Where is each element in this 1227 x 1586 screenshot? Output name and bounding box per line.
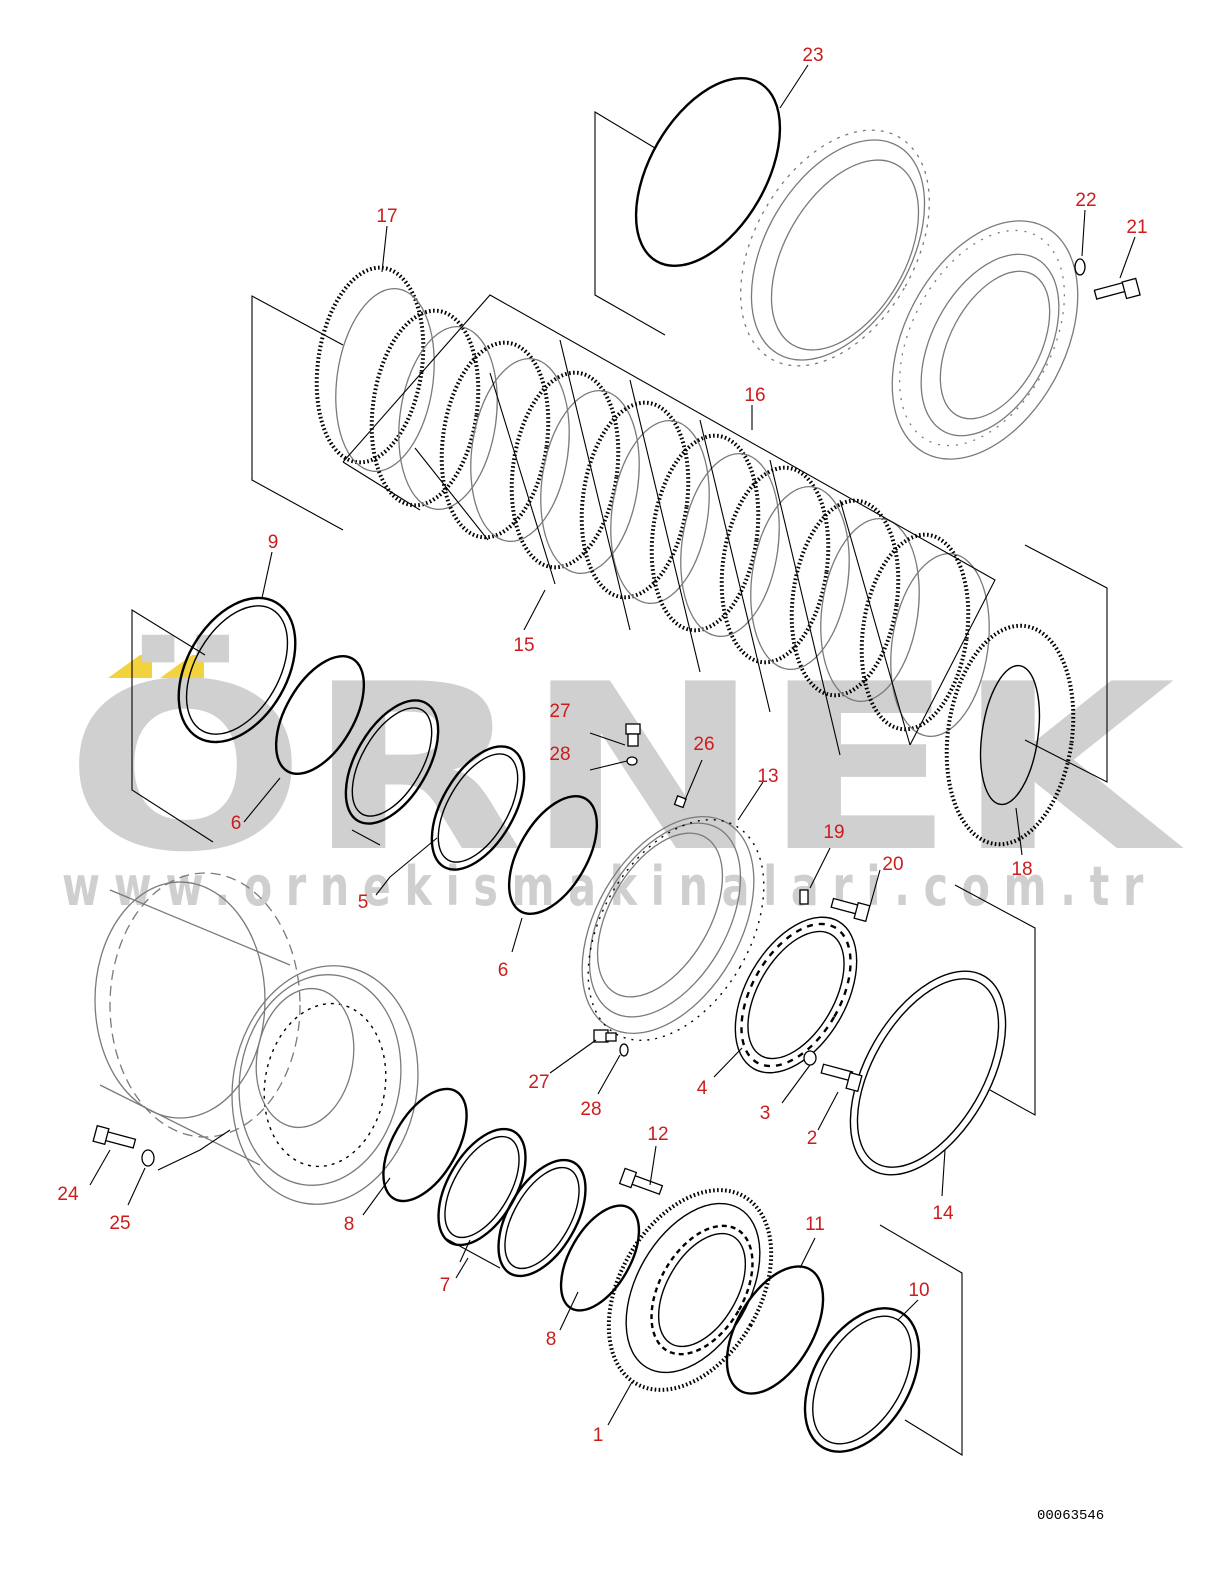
part-10-ring (803, 1307, 921, 1453)
part-27-plug-lower (593, 1029, 617, 1043)
part-24-bolt (92, 1124, 137, 1149)
callout-26: 26 (693, 734, 714, 755)
callout-6-upper: 6 (231, 813, 242, 834)
callout-14: 14 (932, 1203, 954, 1224)
callout-9: 9 (268, 532, 279, 553)
watermark-accent-left (108, 655, 152, 678)
callout-8-lower: 8 (546, 1329, 557, 1350)
part-7-bracket (444, 1237, 501, 1269)
callout-4: 4 (697, 1078, 708, 1099)
callouts: 23 17 22 21 16 9 15 27 26 28 13 6 18 19 … (57, 45, 1147, 1446)
part-13-carrier (581, 816, 765, 1042)
callout-28-upper: 28 (549, 744, 570, 765)
callout-11: 11 (805, 1214, 825, 1235)
callout-1: 1 (593, 1425, 604, 1446)
part-7-rings (437, 1127, 587, 1278)
part-27-plug-upper (625, 723, 641, 747)
disc-stack-bracket-right (1024, 544, 1108, 783)
part-5-bracket (351, 829, 438, 878)
hub-bracket (157, 1129, 231, 1171)
part-26-key (673, 795, 687, 809)
part-10-bracket (879, 1224, 963, 1456)
callout-24: 24 (57, 1184, 79, 1205)
part-11-seal (725, 1265, 825, 1395)
part-25-washer (141, 1149, 155, 1167)
part-6-seal-upper (274, 654, 366, 776)
part-6-seal-lower (507, 794, 599, 916)
callout-15: 15 (513, 635, 534, 656)
part-23-bracket (594, 111, 666, 336)
watermark-accent-right (160, 655, 204, 678)
part-8-seal-lower (559, 1204, 641, 1312)
callout-16: 16 (744, 385, 765, 406)
part-3-washer (803, 1050, 817, 1066)
callout-13: 13 (757, 766, 778, 787)
callout-22: 22 (1075, 190, 1096, 211)
callout-8-upper: 8 (344, 1214, 355, 1235)
watermark: ÖRNEK www.ornekismakinalari.com.tr (62, 634, 1185, 918)
callout-3: 3 (760, 1103, 771, 1124)
part-14-plate (849, 970, 1007, 1176)
part-4-hub (734, 916, 858, 1074)
housing-plate (891, 220, 1079, 460)
drive-hub (94, 872, 419, 1205)
callout-17: 17 (376, 206, 397, 227)
callout-10: 10 (908, 1280, 929, 1301)
callout-12: 12 (647, 1124, 668, 1145)
part-28-oring-lower (619, 1043, 629, 1057)
callout-27-lower: 27 (528, 1072, 549, 1093)
part-14-bracket (954, 884, 1036, 1116)
callout-21: 21 (1126, 217, 1147, 238)
part-1-brake-hub (606, 1188, 774, 1392)
part-9-bracket (131, 609, 214, 843)
retainer-ring (740, 129, 930, 367)
clutch-disc-stack (314, 265, 1076, 847)
document-id: 00063546 (1037, 1508, 1104, 1524)
callout-19: 19 (823, 822, 844, 843)
callout-23: 23 (802, 45, 823, 66)
part-12-bolt (618, 1167, 664, 1196)
callout-28-lower: 28 (580, 1099, 601, 1120)
callout-25: 25 (109, 1213, 130, 1234)
watermark-brand: ÖRNEK (65, 634, 1185, 903)
part-16-bracket (342, 294, 996, 746)
part-21-bolt (1093, 277, 1141, 300)
part-22-washer (1074, 258, 1086, 276)
part-9-ring (177, 596, 297, 744)
part-20-bolt (830, 897, 871, 923)
watermark-url: www.ornekismakinalari.com.tr (62, 855, 1157, 918)
part-5-rings (344, 699, 526, 871)
part-2-bolt (820, 1063, 863, 1093)
callout-2: 2 (807, 1128, 818, 1149)
callout-7: 7 (440, 1275, 451, 1296)
part-19-key (799, 889, 809, 905)
callout-20: 20 (882, 854, 903, 875)
part-8-seal-upper (382, 1087, 468, 1203)
part-23-seal-ring (634, 77, 782, 267)
callout-27-upper: 27 (549, 701, 570, 722)
callout-5: 5 (358, 892, 369, 913)
leader-lines (89, 64, 1136, 1426)
disc-stack-bracket-left (251, 295, 344, 531)
part-28-orings-upper (626, 756, 638, 766)
callout-6-lower: 6 (498, 960, 509, 981)
callout-18: 18 (1011, 859, 1032, 880)
part-15-ticks (342, 339, 911, 756)
